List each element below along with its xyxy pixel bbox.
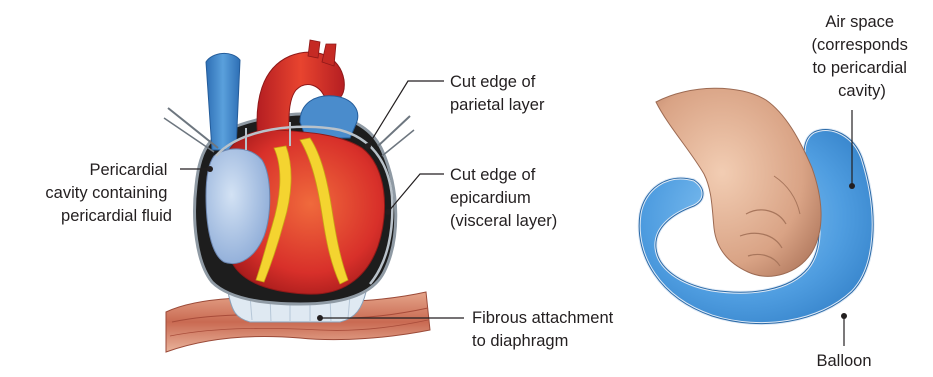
label-fibrous-attachment: Fibrous attachment to diaphragm bbox=[472, 309, 618, 350]
label-pericardial-cavity: Pericardial cavity containing pericardia… bbox=[45, 161, 172, 225]
fist-balloon-illustration bbox=[639, 88, 873, 323]
label-balloon: Balloon bbox=[816, 352, 871, 370]
superior-vena-cava bbox=[206, 53, 240, 150]
label-air-space: Air space (corresponds to pericardial ca… bbox=[812, 13, 913, 100]
retractor-right bbox=[378, 116, 410, 146]
label-parietal-layer: Cut edge of parietal layer bbox=[450, 73, 545, 114]
heart-illustration bbox=[164, 40, 430, 352]
label-epicardium: Cut edge of epicardium (visceral layer) bbox=[450, 166, 557, 230]
